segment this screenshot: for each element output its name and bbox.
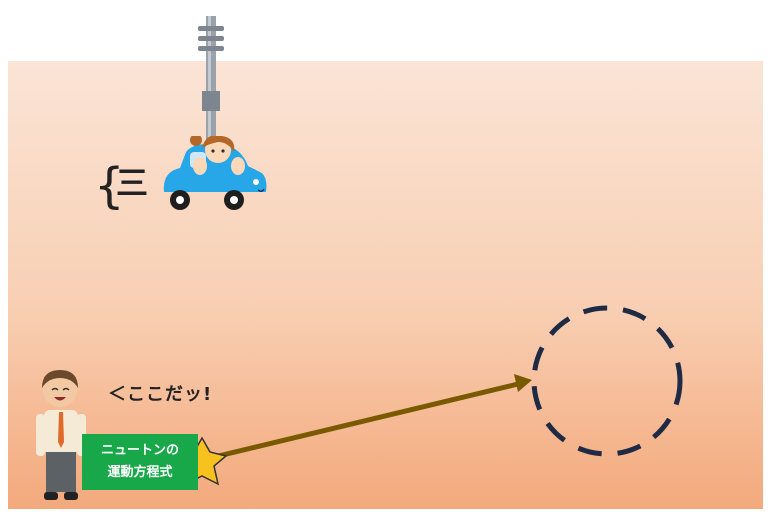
equation-line-2: 運動方程式 [107,465,173,480]
smiling-man-icon [36,370,86,500]
equation-line-1: ニュートンの [100,443,179,458]
newton-equation-label: ニュートンの 運動方程式 [82,434,198,490]
motion-lines: 三 [116,164,148,202]
motion-brace: { [94,158,125,212]
speech-text: ＜ここだッ! [108,384,213,405]
utility-pole-icon [198,16,224,156]
motion-lines-icon: { 三 [94,158,148,212]
car-with-girl-icon [163,136,267,210]
